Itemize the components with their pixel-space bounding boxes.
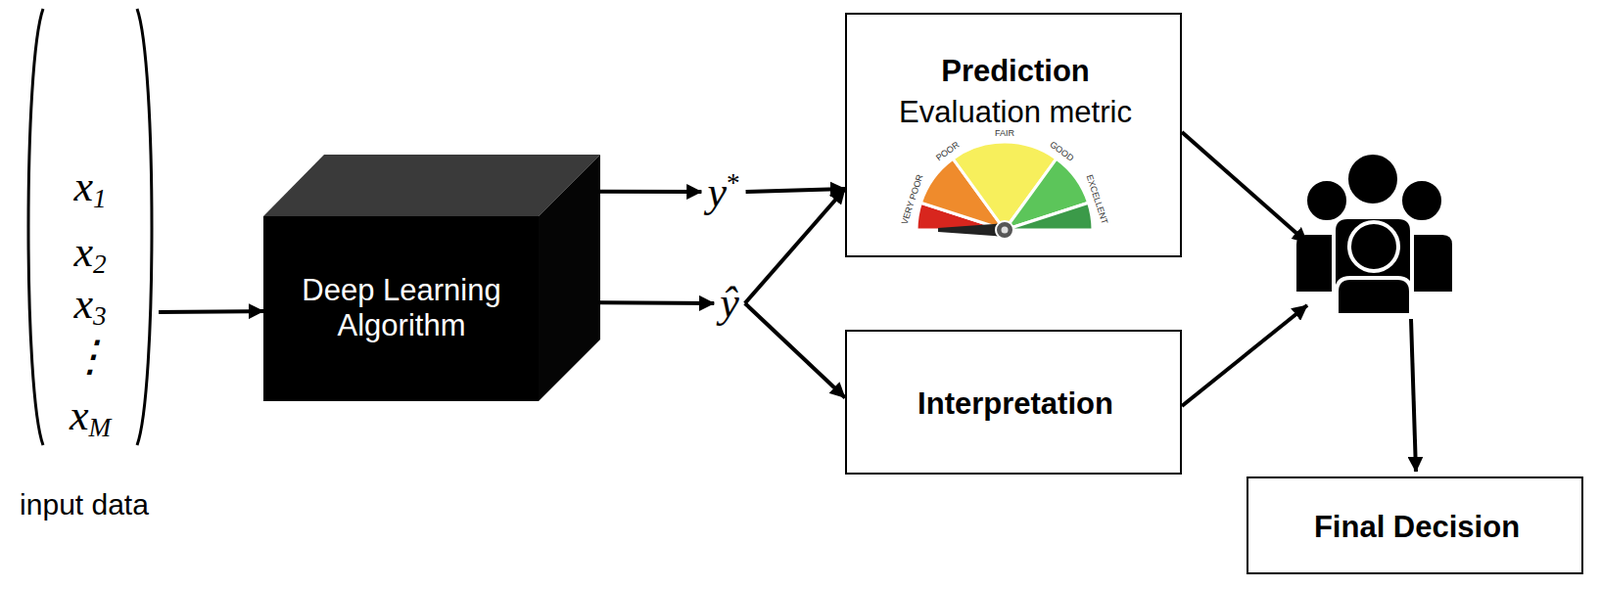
- process-box: Final Decision: [1246, 476, 1584, 575]
- people-icon: [1294, 152, 1455, 316]
- algorithm-cube: Deep Learning Algorithm: [263, 154, 601, 402]
- math-symbol: x2: [73, 231, 106, 280]
- output-symbol: y*: [701, 168, 746, 217]
- arrow-connector: [745, 188, 846, 304]
- arrow-connector: [745, 303, 846, 399]
- math-symbol: x1: [73, 165, 106, 214]
- gauge-hub: [995, 221, 1014, 239]
- gauge-label: VERY POOR: [899, 174, 925, 227]
- node-text: Prediction: [941, 53, 1090, 90]
- node-text: input data: [19, 488, 149, 523]
- gauge-hub: [1001, 227, 1009, 235]
- gauge-segment: [1004, 202, 1093, 231]
- math-symbol: ⋮: [68, 335, 112, 379]
- math-symbol: xM: [69, 394, 111, 443]
- node-text: Evaluation metric: [898, 94, 1132, 131]
- process-box: Interpretation: [845, 329, 1182, 475]
- gauge-label: GOOD: [1047, 140, 1076, 163]
- arrow-connector: [746, 188, 846, 192]
- gauge-label: POOR: [934, 140, 961, 163]
- node-text: Final Decision: [1314, 510, 1520, 546]
- math-symbol: y*: [706, 170, 740, 215]
- math-symbol: ŷ: [719, 282, 740, 326]
- layout-arrow: [1181, 132, 1416, 472]
- parenthesis-shape: [21, 4, 159, 451]
- math-symbol: x3: [73, 282, 106, 331]
- gauge-label: FAIR: [994, 129, 1015, 139]
- node-text: Interpretation: [917, 386, 1114, 423]
- gauge-label: EXCELLENT: [1084, 174, 1110, 227]
- output-symbol: ŷ: [713, 280, 746, 328]
- arrow-connector: [600, 300, 714, 306]
- arrow-connector: [600, 189, 702, 194]
- input-vector: x1x2x3⋮xMinput data: [21, 4, 159, 451]
- node-text: Deep Learning Algorithm: [283, 273, 519, 343]
- arrow-connector: [158, 309, 264, 315]
